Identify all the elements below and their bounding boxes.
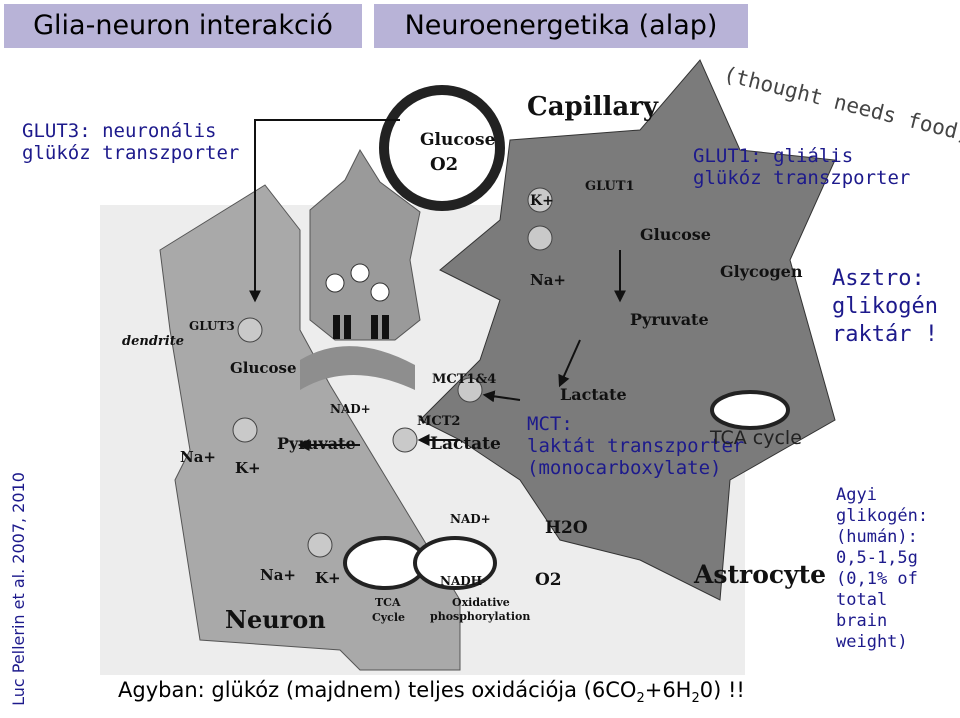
label-cycle: Cycle [372,611,405,624]
arrow-lactate-out [482,390,521,403]
bottom-suffix: 0) !! [699,678,745,702]
transporter-na-neuron [232,417,258,443]
label-nad-neuron: NAD+ [330,402,371,416]
agyi-note-line1: Agyi [836,485,877,505]
transporter-mct2 [392,427,418,453]
arrow-capillary-to-neuron [249,119,400,303]
glut3-note: GLUT3: neuronális glükóz transzporter [22,120,239,164]
label-tca: TCA [375,596,401,609]
label-neuron: Neuron [225,605,326,634]
mct-note-line2: laktát transzporter [527,435,745,457]
label-na-neuron: Na+ [180,448,216,466]
glut1-note-line2: glükóz transzporter [693,167,911,189]
label-nadh: NADH [440,574,482,588]
label-o2-neuron: O2 [535,570,562,590]
citation-credit: Luc Pellerin et al. 2007, 2010 [9,472,28,706]
label-lactate-astro: Lactate [560,385,627,404]
label-glucose-neuron: Glucose [230,359,297,377]
mct-note: MCT: laktát transzporter (monocarboxylat… [527,413,744,479]
agyi-note-line6: brain weight) [836,611,908,652]
vesicle-2 [350,263,370,283]
transporter-glut3 [237,317,263,343]
receptor-1 [333,315,340,339]
agyi-note-line2: glikogén: [836,506,929,526]
label-dendrite: dendrite [122,334,184,349]
agyi-note-line5: (0,1% of total [836,569,918,610]
astro-note-line1: Asztro: [832,266,925,291]
tab-glia-neuron[interactable]: Glia-neuron interakció [4,4,362,48]
label-nad-mito: NAD+ [450,512,491,526]
label-mct1-4: MCT1&4 [432,372,496,387]
label-glut1: GLUT1 [585,179,635,194]
tca-cycle-note: TCA cycle [710,427,802,449]
glut1-note-line1: GLUT1: gliális [693,145,854,167]
mct-note-line1: MCT: [527,413,573,435]
label-pyruvate-astro: Pyruvate [630,310,709,329]
bottom-summary: Agyban: glükóz (majdnem) teljes oxidáció… [118,678,745,706]
label-phosphorylation: phosphorylation [430,610,530,623]
label-lactate-neuron: Lactate [430,434,501,454]
transporter-glut1 [527,187,553,213]
capillary-ring [379,85,505,211]
vesicle-1 [325,273,345,293]
astrocyte-mitochondrion [710,390,790,430]
receptor-2 [344,315,351,339]
capillary-o2-label: O2 [430,154,458,175]
bottom-sub2: 2 [691,691,700,707]
bottom-mid: +6H [644,678,692,702]
receptor-4 [382,315,389,339]
capillary-glucose-label: Glucose [420,130,496,150]
label-glucose-astro: Glucose [640,225,711,244]
transporter-mct1 [457,377,483,403]
label-k-astro: K+ [530,193,554,209]
astrocyte-shape [419,59,836,601]
astro-note-line2: glikogén [832,294,938,319]
glut3-note-line2: glükóz transzporter [22,142,240,164]
agyi-note-line4: 0,5-1,5g [836,548,918,568]
transporter-na-astro [527,225,553,251]
arrow-pyruvate-lactate [558,339,581,388]
agyi-note: Agyi glikogén: (humán): 0,5-1,5g (0,1% o… [836,485,960,653]
mct-note-line3: (monocarboxylate) [527,457,722,479]
bottom-sub1: 2 [636,691,645,707]
postsynaptic-density [300,346,415,390]
label-oxidative: Oxidative [452,596,510,609]
label-mct2: MCT2 [417,414,460,429]
label-na-neuron-2: Na+ [260,566,296,584]
agyi-note-line3: (humán): [836,527,918,547]
astro-note-line3: raktár ! [832,322,938,347]
label-k-neuron-2: K+ [315,569,341,587]
label-glut3: GLUT3 [189,319,235,333]
bottom-prefix: Agyban: glükóz (majdnem) teljes oxidáció… [118,678,637,702]
vesicle-3 [370,282,390,302]
label-k-neuron: K+ [235,459,261,477]
astro-note: Asztro: glikogén raktár ! [832,265,938,349]
label-h2o: H2O [545,518,588,538]
glut1-note: GLUT1: gliális glükóz transzporter [693,145,910,189]
presynaptic-terminal [309,148,421,341]
label-glycogen: Glycogen [720,262,803,281]
receptor-3 [371,315,378,339]
capillary-label: Capillary [527,92,659,122]
tab-neuroenergetika[interactable]: Neuroenergetika (alap) [374,4,748,48]
glut3-note-line1: GLUT3: neuronális [22,120,217,142]
label-astrocyte: Astrocyte [693,560,826,589]
label-na-astro: Na+ [530,271,566,289]
label-pyruvate-neuron: Pyruvate [277,434,356,453]
neuron-mitochondrion-2 [413,536,497,590]
transporter-k-neuron [307,532,333,558]
